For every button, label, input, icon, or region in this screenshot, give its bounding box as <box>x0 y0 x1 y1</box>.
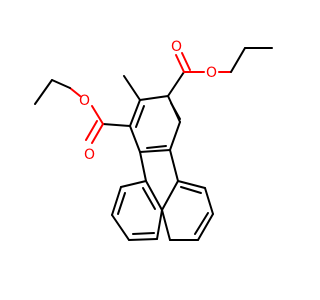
bond <box>161 209 171 241</box>
bond <box>132 232 155 235</box>
bond <box>139 151 147 182</box>
bond <box>102 123 131 127</box>
fluoranthene-core <box>111 95 214 241</box>
bond <box>197 213 214 241</box>
oxygen-label: O <box>206 65 217 81</box>
bond <box>139 95 169 101</box>
bond <box>145 180 163 211</box>
bond <box>129 125 141 153</box>
bond <box>204 187 214 215</box>
bond <box>169 149 179 182</box>
bond <box>170 102 181 120</box>
bond <box>180 186 202 194</box>
molecule-structure: O O O O <box>34 39 273 241</box>
bond <box>117 192 126 215</box>
bond <box>142 187 156 210</box>
bond <box>156 209 163 240</box>
ester-bond <box>91 105 104 125</box>
bond <box>135 105 145 128</box>
methyl-bond <box>123 75 141 101</box>
oxygen-label: O <box>171 39 182 55</box>
bond <box>128 238 158 241</box>
bond <box>129 99 141 127</box>
ethyl-bond <box>51 79 71 89</box>
oxygen-label: O <box>79 93 90 109</box>
bond <box>120 180 147 188</box>
bond <box>194 212 209 235</box>
carbonyl-bond <box>181 52 191 71</box>
ethyl-bond <box>34 79 53 105</box>
bond <box>146 145 167 149</box>
carbonyl-bond <box>175 54 185 73</box>
carbonyl-bond <box>91 123 104 144</box>
carbonyl-bond <box>85 120 98 141</box>
bond <box>139 149 171 153</box>
ester-group-left: O O <box>34 79 131 163</box>
bond <box>167 71 185 97</box>
bond <box>169 121 181 151</box>
bond <box>111 186 122 216</box>
ethyl-bond <box>230 47 246 73</box>
ester-bond <box>69 87 81 97</box>
oxygen-label: O <box>84 147 95 163</box>
bond <box>161 180 179 211</box>
bond <box>111 214 130 241</box>
bond <box>177 180 206 189</box>
ester-group-top: O O <box>167 39 273 97</box>
